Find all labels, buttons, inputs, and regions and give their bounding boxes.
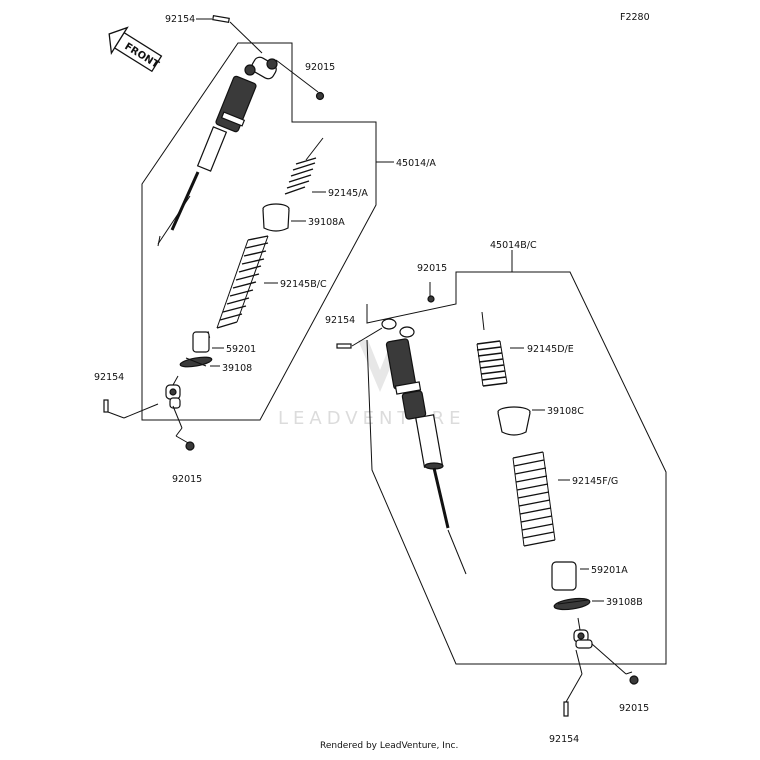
- diagram-ref: F2280: [620, 12, 650, 23]
- left-lower-eye: [165, 375, 181, 409]
- left-assembly-bracket: [141, 42, 377, 421]
- label-92015-top-left: 92015: [305, 62, 335, 73]
- label-92015-top-right: 92015: [417, 263, 447, 274]
- left-top-nut: [315, 91, 325, 101]
- front-arrow-icon: FRONT: [108, 26, 163, 73]
- left-bump-stop: [262, 203, 290, 232]
- right-top-nut: [427, 295, 435, 303]
- label-92145-a: 92145/A: [328, 188, 368, 199]
- right-spring-retainer: [553, 597, 591, 611]
- label-92015-bottom-left: 92015: [172, 474, 202, 485]
- right-main-spring: [512, 451, 556, 547]
- label-39108b: 39108B: [606, 597, 643, 608]
- label-92154-top-right: 92154: [325, 315, 355, 326]
- left-assembly: 92154 92015 92145/A 39108A 92145B/C: [94, 14, 436, 485]
- left-main-spring: [216, 235, 269, 329]
- label-59201a: 59201A: [591, 565, 628, 576]
- label-92145d-e: 92145D/E: [527, 344, 574, 355]
- right-lower-nut: [591, 643, 639, 685]
- label-92154-bottom-left: 92154: [94, 372, 124, 383]
- label-39108a: 39108A: [308, 217, 345, 228]
- left-lower-bolt: [103, 399, 159, 419]
- left-lower-nut: [172, 405, 195, 451]
- watermark-text: LEADVENTURE: [278, 408, 465, 429]
- left-top-bolt: [212, 14, 263, 54]
- left-shock-absorber: [157, 56, 278, 247]
- footer-credit: Rendered by LeadVenture, Inc.: [320, 741, 458, 751]
- right-assembly: 92015 92154 92145D/E 39108C 92145F/G: [325, 240, 667, 745]
- right-shock-absorber: [381, 318, 467, 575]
- left-bumper: [192, 331, 211, 353]
- label-92154-bottom-right: 92154: [549, 734, 579, 745]
- label-45014b-c: 45014B/C: [490, 240, 537, 251]
- label-92015-bottom-right: 92015: [619, 703, 649, 714]
- right-bumper: [551, 561, 577, 591]
- right-assembly-bracket: [366, 271, 667, 665]
- label-92154-top-left: 92154: [165, 14, 195, 25]
- left-spring-retainer: [179, 356, 213, 368]
- label-92145b-c: 92145B/C: [280, 279, 327, 290]
- left-small-spring: [284, 137, 324, 195]
- label-59201: 59201: [226, 344, 256, 355]
- label-45014-a: 45014/A: [396, 158, 436, 169]
- label-39108: 39108: [222, 363, 252, 374]
- label-92145f-g: 92145F/G: [572, 476, 618, 487]
- label-39108c: 39108C: [547, 406, 584, 417]
- right-top-bolt: [336, 327, 383, 349]
- right-bump-stop: [497, 406, 531, 436]
- right-lower-eye: [573, 617, 593, 649]
- right-lower-bolt: [563, 649, 583, 717]
- right-small-spring: [476, 311, 508, 387]
